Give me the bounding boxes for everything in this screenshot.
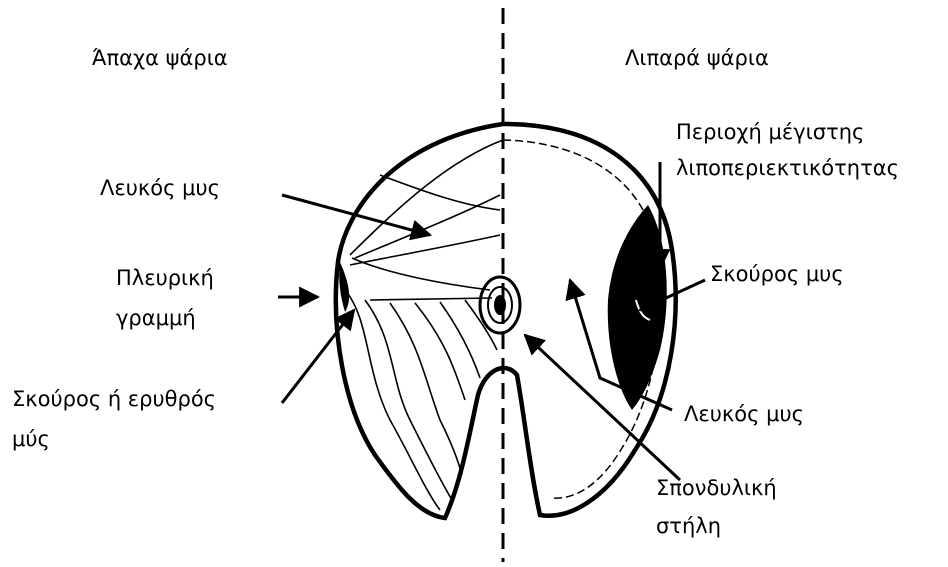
label-dark-red-muscle-2: μύς: [12, 423, 50, 455]
dark-muscle-right: [608, 205, 667, 410]
label-white-muscle-right: Λευκός μυς: [684, 398, 804, 430]
vertebral-column: [480, 277, 520, 333]
label-dark-muscle-right: Σκούρος μυς: [710, 258, 844, 290]
label-dark-red-muscle-1: Σκούρος ή ερυθρός: [12, 383, 216, 415]
label-max-fat-region-2: λιποπεριεκτικότητας: [676, 152, 899, 184]
label-lateral-line-2: γραμμή: [116, 302, 196, 334]
heading-fatty-fish: Λιπαρά ψάρια: [625, 42, 769, 74]
label-white-muscle-left: Λευκός μυς: [100, 172, 220, 204]
label-max-fat-region-1: Περιοχή μέγιστης: [676, 116, 864, 148]
dark-muscle-left: [339, 262, 349, 312]
label-spine-2: στήλη: [656, 510, 721, 542]
label-lateral-line-1: Πλευρική: [116, 262, 214, 294]
heading-lean-fish: Άπαχα ψάρια: [92, 42, 228, 74]
label-spine-1: Σπονδυλική: [656, 472, 777, 504]
